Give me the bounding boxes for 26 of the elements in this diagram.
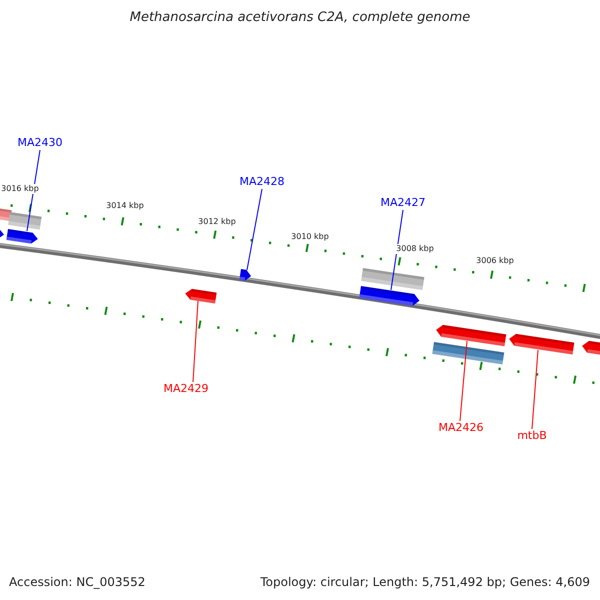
scale-label: 3010 kbp: [290, 232, 330, 242]
leader-line: [460, 340, 468, 422]
gene-label: MA2429: [164, 383, 208, 394]
gene-label: MA2430: [18, 137, 62, 148]
scale-label: 3014 kbp: [105, 201, 145, 211]
accession-label: Accession: NC_003552: [9, 576, 146, 588]
scale-label: 3016 kbp: [0, 184, 40, 194]
leader-line: [390, 210, 404, 290]
leader-line: [246, 188, 262, 270]
gene-label: MA2428: [240, 176, 284, 187]
gene-label: MA2427: [380, 197, 426, 208]
scale-label: 3006 kbp: [475, 256, 515, 266]
gene-block: [239, 269, 252, 281]
genome-info: Topology: circular; Length: 5,751,492 bp; Genes: 4,609: [260, 576, 590, 588]
leader-line: [532, 350, 538, 430]
gene-block: [359, 286, 420, 306]
gene-block: [185, 288, 217, 304]
gene-block: [436, 324, 506, 346]
leader-line: [26, 150, 40, 232]
scale-label: 3012 kbp: [197, 217, 237, 227]
scale-label: 3008 kbp: [395, 244, 435, 254]
gene-label: MA2426: [438, 422, 484, 433]
gene-label: mtbB: [517, 430, 547, 441]
leader-line: [192, 300, 198, 382]
title: Methanosarcina acetivorans C2A, complete genome: [130, 11, 470, 24]
gene-block: [509, 334, 574, 354]
